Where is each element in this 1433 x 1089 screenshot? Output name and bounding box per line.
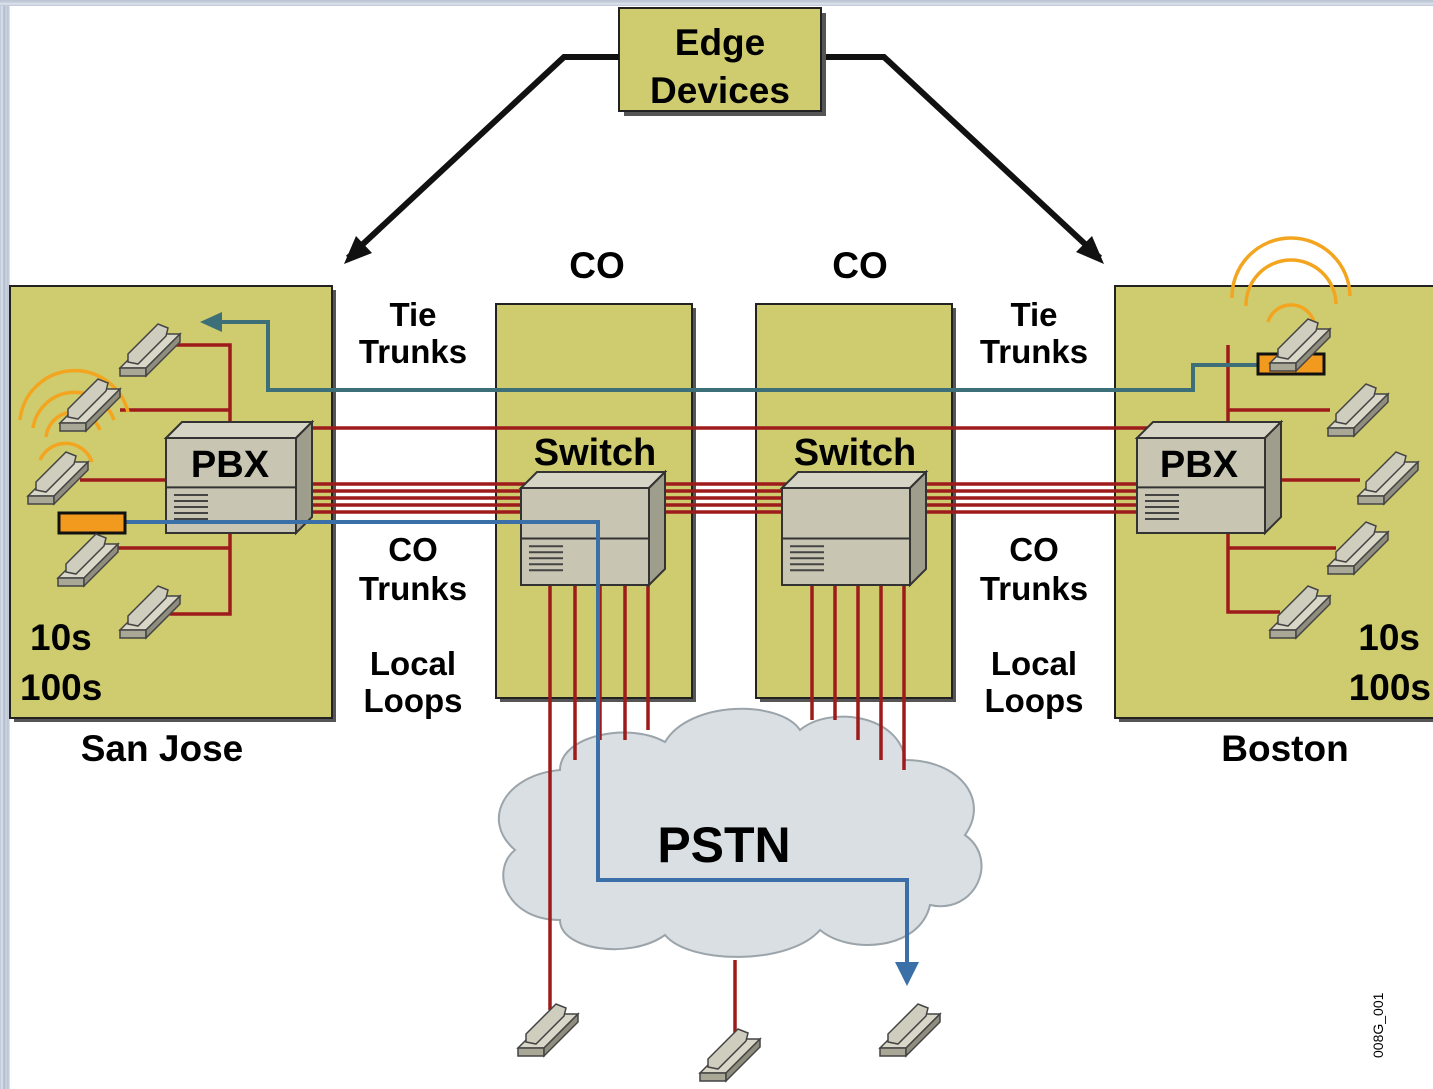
sj-count-line1: 10s xyxy=(30,617,92,658)
call-paths xyxy=(125,312,1260,986)
devices-group xyxy=(163,419,1284,588)
phone-sj-1[interactable] xyxy=(118,323,182,378)
phone-bos-3[interactable] xyxy=(1356,451,1420,506)
co-trunks-left-line2: Trunks xyxy=(359,570,467,607)
edge-devices-box: Edge Devices xyxy=(618,7,826,116)
edge-adapter-san-jose xyxy=(57,511,127,535)
site-left-label: San Jose xyxy=(81,728,243,769)
tie-trunks-left-line2: Trunks xyxy=(359,333,467,370)
tie-trunks-right-line2: Trunks xyxy=(980,333,1088,370)
pstn-call-path xyxy=(125,520,909,968)
wireless-arc-sj-4 xyxy=(38,441,94,463)
pbx-left-label: PBX xyxy=(191,444,270,486)
window-frame-left xyxy=(0,0,10,1089)
co-left-label: CO xyxy=(569,245,625,286)
sj-wire-1 xyxy=(170,343,232,428)
pstn-cloud xyxy=(497,707,983,958)
edge-devices-label-line2: Devices xyxy=(650,70,790,111)
phone-bos-1[interactable] xyxy=(1268,318,1332,373)
tie-trunks-left-line1: Tie xyxy=(389,296,436,333)
window-frame-top xyxy=(0,0,1433,6)
phone-sj-4[interactable] xyxy=(56,533,120,588)
edge-arrow-right-head xyxy=(1076,236,1104,264)
pbx-right-label: PBX xyxy=(1160,444,1239,486)
edge-arrow-left xyxy=(345,54,619,261)
wireless-arc-bos-1 xyxy=(1230,236,1352,299)
wireless-arc-bos-2 xyxy=(1244,258,1338,307)
switch-right xyxy=(779,469,929,588)
edge-arrow-left-head xyxy=(344,236,372,264)
switch-left-label: Switch xyxy=(534,432,656,474)
sj-wire-4 xyxy=(170,530,232,616)
pstn-call-arrowhead xyxy=(895,962,919,986)
local-loops-right-line1: Local xyxy=(991,645,1077,682)
tie-trunks-right-line1: Tie xyxy=(1010,296,1057,333)
bos-count-line1: 10s xyxy=(1358,617,1420,658)
phone-pstn-1[interactable] xyxy=(516,1003,580,1058)
tie-trunk-call-path xyxy=(210,320,1260,392)
phone-sj-2[interactable] xyxy=(58,378,122,433)
phone-bos-5[interactable] xyxy=(1268,585,1332,640)
pstn-label: PSTN xyxy=(657,817,790,873)
edge-arrows xyxy=(344,54,1104,264)
switch-right-label: Switch xyxy=(794,432,916,474)
site-right-label: Boston xyxy=(1221,728,1348,769)
wireless-arc-bos-3 xyxy=(1266,303,1316,323)
co-trunks-right-line2: Trunks xyxy=(980,570,1088,607)
local-loops-right-line2: Loops xyxy=(985,682,1084,719)
phone-bos-4[interactable] xyxy=(1326,521,1390,576)
sj-count-line2: 100s xyxy=(20,667,102,708)
phone-pstn-3[interactable] xyxy=(878,1003,942,1058)
phone-sj-5[interactable] xyxy=(118,585,182,640)
local-loops-left-line2: Loops xyxy=(364,682,463,719)
co-right-label: CO xyxy=(832,245,888,286)
switch-left xyxy=(518,469,668,588)
trunk-lines xyxy=(80,343,1360,1040)
side-labels: Tie Trunks Tie Trunks CO Trunks CO Trunk… xyxy=(20,296,1431,1058)
phone-bos-2[interactable] xyxy=(1326,383,1390,438)
phone-pstn-2[interactable] xyxy=(698,1028,762,1083)
co-trunks-right-line1: CO xyxy=(1009,531,1059,568)
pbx-san-jose xyxy=(163,419,315,536)
tie-trunk-call-arrowhead xyxy=(200,312,222,332)
co-trunks-left-line1: CO xyxy=(388,531,438,568)
edge-arrow-right xyxy=(826,54,1103,261)
bos-count-line2: 100s xyxy=(1349,667,1431,708)
phone-sj-3[interactable] xyxy=(26,451,90,506)
bos-wire-4 xyxy=(1226,530,1280,614)
pbx-boston xyxy=(1134,419,1284,536)
local-loops-left-line1: Local xyxy=(370,645,456,682)
edge-devices-label-line1: Edge xyxy=(675,22,765,63)
figure-id-label: 008G_001 xyxy=(1370,992,1386,1058)
phones-group xyxy=(26,318,1420,1083)
